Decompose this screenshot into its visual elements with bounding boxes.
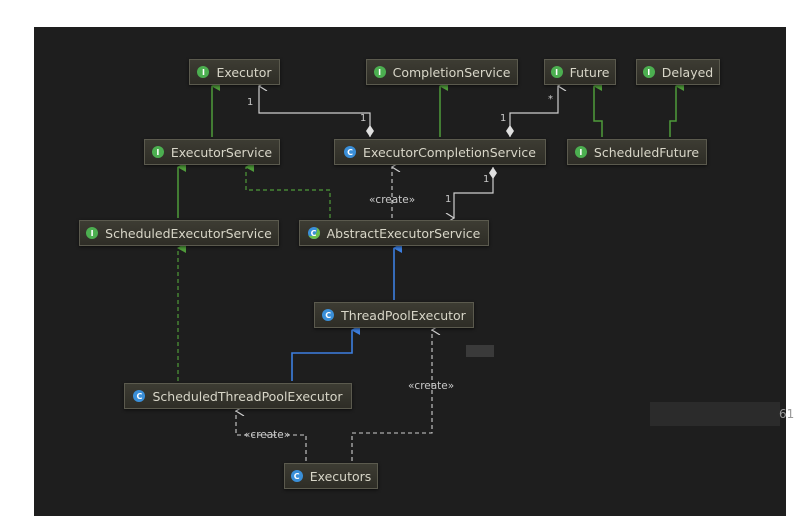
node-executor-service[interactable]: I ExecutorService [144,139,280,165]
diamond-ecs-executor [366,125,374,137]
node-label: ThreadPoolExecutor [341,307,466,323]
diamond-ecs-aes [489,167,497,179]
node-label: ScheduledThreadPoolExecutor [152,388,343,404]
node-abstract-executor-service[interactable]: C AbstractExecutorService [299,220,489,246]
edge-aes-executorservice [245,162,331,218]
interface-icon: I [373,66,386,78]
class-icon: C [322,309,335,321]
node-label: Delayed [661,64,714,80]
node-delayed[interactable]: I Delayed [636,59,720,85]
node-label: CompletionService [392,64,511,80]
diagram-canvas: I Executor I CompletionService I Future … [34,27,786,516]
class-icon: C [344,146,357,158]
node-label: Executor [216,64,272,80]
node-label: Future [569,64,610,80]
node-executor-completion-service[interactable]: C ExecutorCompletionService [334,139,546,165]
edge-scheduledfuture-delayed [669,81,684,137]
node-completion-service[interactable]: I CompletionService [366,59,518,85]
node-label: AbstractExecutorService [326,225,481,241]
node-executors[interactable]: C Executors [284,463,378,489]
multiplicity-label: * [548,94,553,105]
node-executor[interactable]: I Executor [189,59,280,85]
interface-icon: I [86,227,99,239]
edges-layer [177,81,684,461]
edge-label-create: «create» [244,429,291,441]
multiplicity-label: 1 [445,194,452,205]
interface-icon: I [197,66,210,78]
multiplicity-label: 1 [483,174,490,185]
edge-ecs-aes [454,167,494,218]
interface-icon: I [550,66,563,78]
node-thread-pool-executor[interactable]: C ThreadPoolExecutor [314,302,474,328]
edge-label-create: «create» [408,380,455,392]
class-icon: C [133,390,146,402]
edge-executors-tpe [351,330,432,461]
node-scheduled-thread-pool-executor[interactable]: C ScheduledThreadPoolExecutor [124,383,352,409]
interface-icon: I [151,146,164,158]
edge-executors-stpe [236,411,307,461]
watermark-bar [650,402,780,426]
node-label: ScheduledFuture [593,144,700,160]
interface-icon: I [642,66,655,78]
multiplicity-label: 1 [500,113,507,124]
node-scheduled-executor-service[interactable]: I ScheduledExecutorService [79,220,279,246]
watermark-text: 61 [779,407,795,421]
node-label: ScheduledExecutorService [105,225,272,241]
diamond-ecs-future [506,125,514,137]
edge-stpe-tpe [291,325,360,381]
node-future[interactable]: I Future [544,59,616,85]
multiplicity-label: 1 [360,113,367,124]
node-label: ExecutorCompletionService [363,144,536,160]
node-label: ExecutorService [170,144,273,160]
class-icon: C [290,470,303,482]
edge-label-create: «create» [369,194,416,206]
node-scheduled-future[interactable]: I ScheduledFuture [567,139,707,165]
multiplicity-label: 1 [247,97,254,108]
interface-icon: I [574,146,587,158]
node-label: Executors [309,468,372,484]
abstract-class-icon: C [307,227,320,239]
edge-ecs-executor [259,86,371,137]
artifact-blob [466,345,494,357]
edge-scheduledfuture-future [593,81,603,137]
